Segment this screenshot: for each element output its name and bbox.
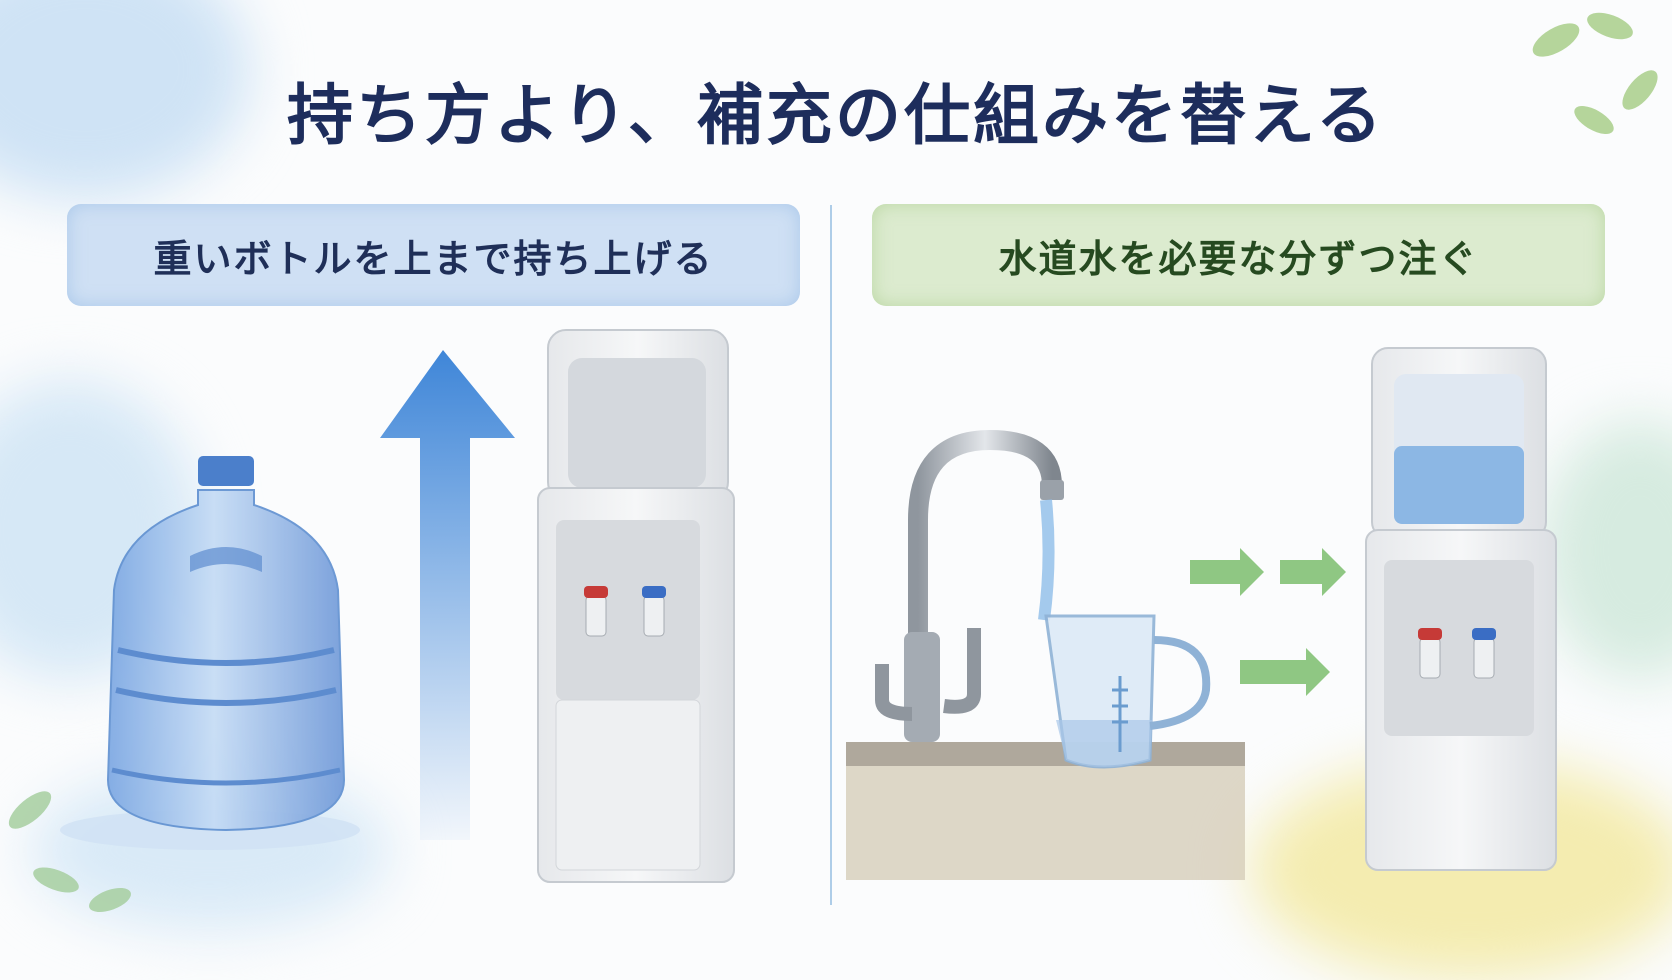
left-banner: 重いボトルを上まで持ち上げる	[67, 204, 800, 306]
illustration-canvas	[8, 12, 1658, 913]
right-arrows-icon	[1190, 548, 1346, 696]
water-bottle-icon	[60, 456, 360, 850]
up-arrow-icon	[380, 350, 515, 840]
water-server-filled-icon	[1365, 347, 1557, 871]
right-banner: 水道水を必要な分ずつ注ぐ	[872, 204, 1605, 306]
kitchen-faucet-icon	[875, 429, 1064, 742]
leaves-decoration-bottom-left	[8, 791, 131, 913]
leaves-decoration-top-right	[1532, 12, 1658, 134]
page-title: 持ち方より、補充の仕組みを替える	[286, 76, 1386, 154]
water-server-icon	[537, 329, 735, 883]
measuring-pitcher-icon	[1044, 614, 1211, 769]
panel-divider	[830, 205, 832, 905]
